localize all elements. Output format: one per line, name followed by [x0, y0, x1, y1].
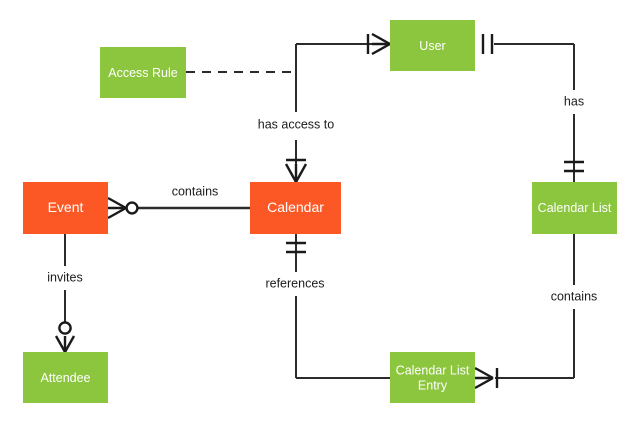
entity-event[interactable]: Event	[23, 182, 108, 234]
crowsfoot-upper	[371, 32, 391, 46]
marker-one-calendar-list-top	[564, 160, 584, 173]
entity-calendar-list-entry-label-line1: Calendar List	[396, 363, 470, 377]
entity-calendar-box[interactable]	[250, 182, 341, 234]
entity-calendar-list[interactable]: Calendar List	[532, 182, 617, 234]
crowsfoot-lower	[107, 206, 127, 220]
crowsfoot-right	[294, 163, 308, 183]
crowsfoot-lower	[371, 42, 391, 56]
entity-access-rule[interactable]: Access Rule	[100, 47, 186, 98]
entity-attendee[interactable]: Attendee	[23, 352, 108, 403]
relationship-label-contains-calendar: contains	[172, 184, 219, 198]
crowsfoot-upper	[474, 366, 494, 380]
edge-user-has-access-to-calendar	[295, 43, 378, 182]
marker-zero-or-many-event-right	[107, 196, 139, 220]
crowsfoot-upper	[107, 196, 127, 210]
relationship-label-has: has	[564, 94, 584, 108]
zero-circle	[125, 201, 139, 215]
entity-access-rule-label: Access Rule	[108, 66, 178, 80]
crowsfoot-left	[54, 335, 67, 353]
entity-attendee-label: Attendee	[40, 371, 90, 385]
entity-calendar-list-entry-label-line2: Entry	[418, 378, 448, 392]
entity-calendar-list-entry-box[interactable]	[390, 352, 475, 403]
marker-one-or-many-calendar-top	[284, 158, 308, 183]
crowsfoot-lower	[474, 376, 494, 390]
entity-user-box[interactable]	[390, 20, 475, 71]
entity-calendar-list-entry[interactable]: Calendar List Entry	[390, 352, 475, 403]
entity-calendar[interactable]: Calendar	[250, 182, 341, 234]
entity-attendee-box[interactable]	[23, 352, 108, 403]
edge-calendar-references-entry	[295, 234, 390, 379]
entity-user-label: User	[419, 39, 445, 53]
marker-one-calendar-bottom	[286, 241, 306, 254]
entity-calendar-label: Calendar	[267, 199, 324, 215]
marker-zero-or-many-attendee-top	[54, 321, 76, 353]
entity-event-label: Event	[48, 199, 84, 215]
relationship-label-has-access-to: has access to	[258, 117, 334, 131]
entity-calendar-list-label: Calendar List	[538, 201, 612, 215]
crowsfoot-left	[284, 163, 298, 183]
marker-one-or-many-entry-right	[474, 366, 499, 390]
entity-user[interactable]: User	[390, 20, 475, 71]
edge-user-has-calendar-list	[494, 43, 575, 182]
entity-calendar-list-box[interactable]	[532, 182, 617, 234]
edge-calendar-list-contains-entry	[495, 234, 575, 379]
relationship-label-contains-entry: contains	[551, 289, 598, 303]
zero-circle	[58, 321, 72, 335]
marker-one-or-many-user-left	[366, 32, 391, 56]
crowsfoot-right	[63, 335, 76, 353]
marker-one-user-right	[481, 34, 494, 54]
relationship-label-invites: invites	[47, 270, 82, 284]
entity-access-rule-box[interactable]	[100, 47, 186, 98]
relationship-label-references: references	[265, 276, 324, 290]
entity-event-box[interactable]	[23, 182, 108, 234]
